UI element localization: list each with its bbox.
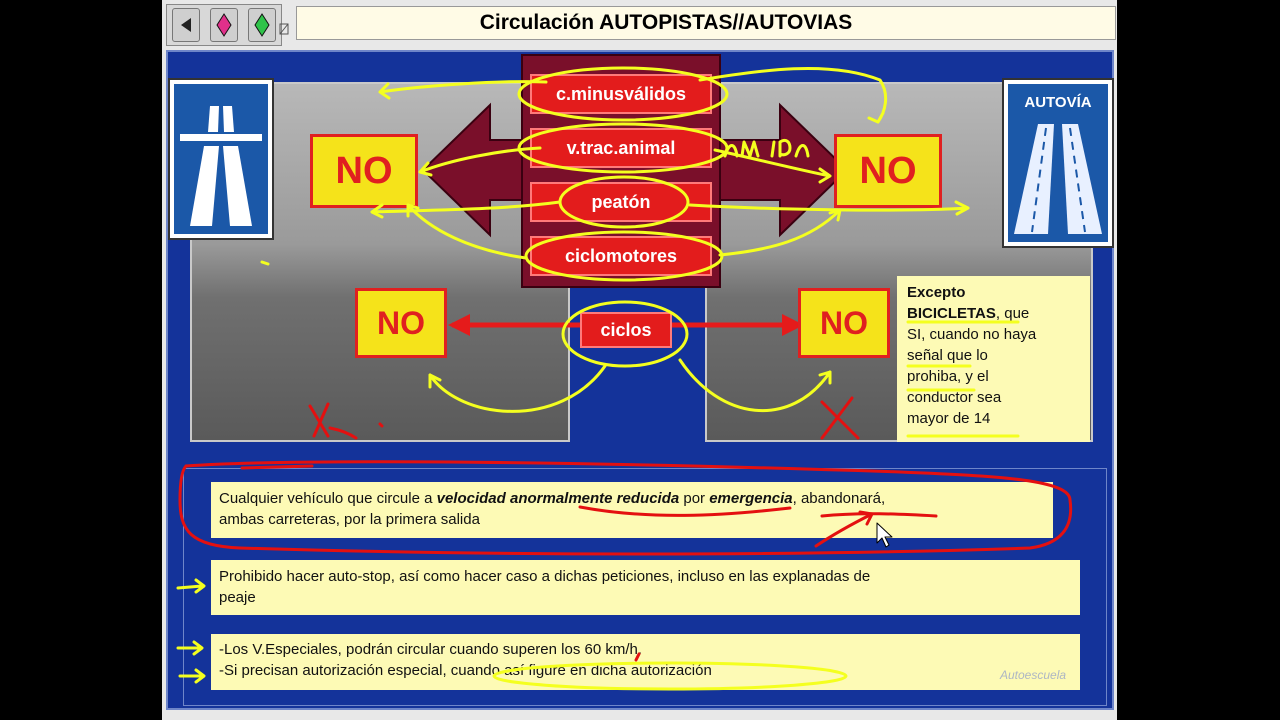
autovia-sign: AUTOVÍA [1002,78,1114,248]
pink-diamond-icon [216,13,232,37]
previous-slide-button[interactable] [210,8,238,42]
note1-text-2: por [679,490,710,507]
vehicle-label-ciclos: ciclos [580,312,672,348]
corner-icon [279,23,289,35]
back-arrow-icon [181,18,191,32]
vehicle-label-minusvalidos: c.minusválidos [530,74,712,114]
note2-line-1: Prohibido hacer auto-stop, así como hace… [219,568,871,585]
note1-line-2: ambas carreteras, por la primera salida [219,511,480,528]
note-autostop: Prohibido hacer auto-stop, así como hace… [211,560,1080,615]
navigation-bar [166,4,282,46]
no-sign-lower-right: NO [798,288,890,358]
motorway-sign [168,78,274,240]
green-diamond-icon [254,13,270,37]
red-marker-strokes [178,396,1073,662]
title-bar: Circulación AUTOPISTAS//AUTOVIAS [296,6,1116,40]
note3-line-2: -Si precisan autorización especial, cuan… [219,662,712,679]
autovia-sign-label: AUTOVÍA [1024,94,1092,111]
vehicle-label-peaton: peatón [530,182,712,222]
exception-text-4: prohiba, y el [907,368,989,385]
note1-emphasis-emergency: emergencia [709,490,793,507]
watermark: Autoescuela [1000,668,1067,682]
no-sign-left: NO [310,134,418,208]
back-button[interactable] [172,8,200,42]
note1-text-1: Cualquier vehículo que circule a [219,490,437,507]
motorway-road-icon [174,84,268,234]
note-special-vehicles: -Los V.Especiales, podrán circular cuand… [211,634,1080,690]
exception-prefix: Excepto [907,284,966,301]
yellow-marker-strokes [176,66,1020,691]
exception-text-3: señal que lo [907,347,988,364]
slide-title: Circulación AUTOPISTAS//AUTOVIAS [479,11,853,34]
exception-bicicletas: BICICLETAS [907,305,996,322]
no-sign-right: NO [834,134,942,208]
next-slide-button[interactable] [248,8,276,42]
divided-road-icon [1014,124,1102,234]
note1-text-3: , abandonará, [792,490,886,507]
note3-line-1: -Los V.Especiales, podrán circular cuand… [219,641,643,658]
exception-text-1: , que [995,305,1030,322]
no-sign-lower-left: NO [355,288,447,358]
exception-text-2: SI, cuando no haya [907,326,1037,343]
exception-text-6: mayor de 14 [907,410,991,427]
exception-box: Excepto BICICLETAS, que SI, cuando no ha… [897,276,1090,442]
note-reduced-speed: Cualquier vehículo que circule a velocid… [211,482,1053,538]
mouse-pointer-icon [876,522,893,548]
vehicle-label-ciclomotores: ciclomotores [530,236,712,276]
vehicle-label-traccion-animal: v.trac.animal [530,128,712,168]
exception-text-5: conductor sea [907,389,1002,406]
note2-line-2: peaje [219,589,256,606]
note1-emphasis-speed: velocidad anormalmente reducida [436,490,680,507]
